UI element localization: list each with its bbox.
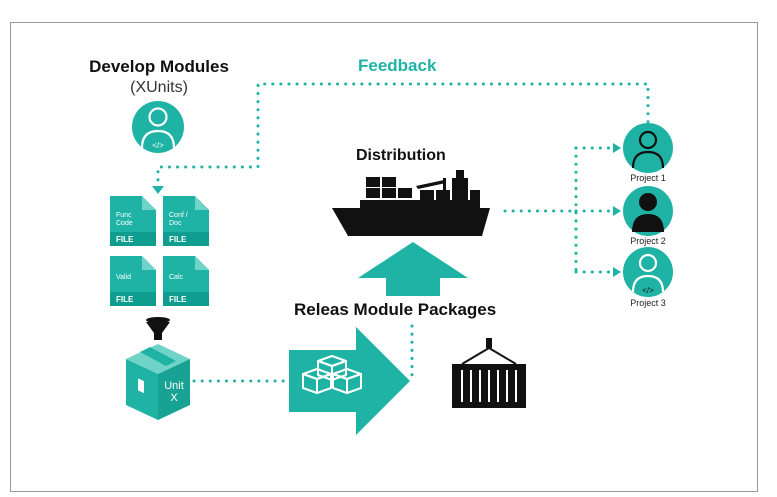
unit-box-icon (126, 344, 190, 420)
file-top-label: Valid (116, 274, 132, 281)
file-label: FILE (169, 235, 187, 244)
file-icon-valid (110, 256, 156, 306)
file-label: FILE (169, 295, 187, 304)
container-icon (452, 338, 526, 408)
file-icon-func-code (110, 196, 156, 246)
file-icon-calc (163, 256, 209, 306)
develop-modules-subtitle: (XUnits) (130, 79, 188, 96)
file-top-label: Conf / Doc (169, 212, 188, 227)
project-1-label: Project 1 (630, 173, 666, 183)
ship-icon (332, 170, 490, 236)
project-3-developer-icon (623, 247, 673, 297)
project-2-label: Project 2 (630, 236, 666, 246)
file-top-label: Func Code (116, 212, 133, 227)
file-label: FILE (116, 295, 134, 304)
feedback-arrowhead (152, 186, 164, 194)
diagram-frame (10, 22, 758, 492)
project-3-label: Project 3 (630, 298, 666, 308)
release-packages-label: Releas Module Packages (294, 300, 497, 319)
developer-code-symbol: </> (152, 141, 164, 150)
project-2-user-solid-icon (623, 186, 673, 236)
project-3-code-symbol: </> (642, 286, 654, 295)
distribution-label: Distribution (356, 147, 446, 164)
file-top-label: Calc (169, 274, 184, 281)
feedback-label: Feedback (358, 56, 437, 75)
file-icon-conf-doc (163, 196, 209, 246)
funnel-icon (146, 317, 170, 340)
project-1-user-outline-icon (623, 123, 673, 173)
develop-modules-title: Develop Modules (89, 57, 229, 76)
feedback-connector (156, 82, 650, 190)
developer-icon (132, 101, 184, 153)
file-label: FILE (116, 235, 134, 244)
release-arrow (289, 327, 410, 435)
up-arrow (358, 242, 468, 296)
unit-box-label: Unit X (164, 380, 184, 404)
